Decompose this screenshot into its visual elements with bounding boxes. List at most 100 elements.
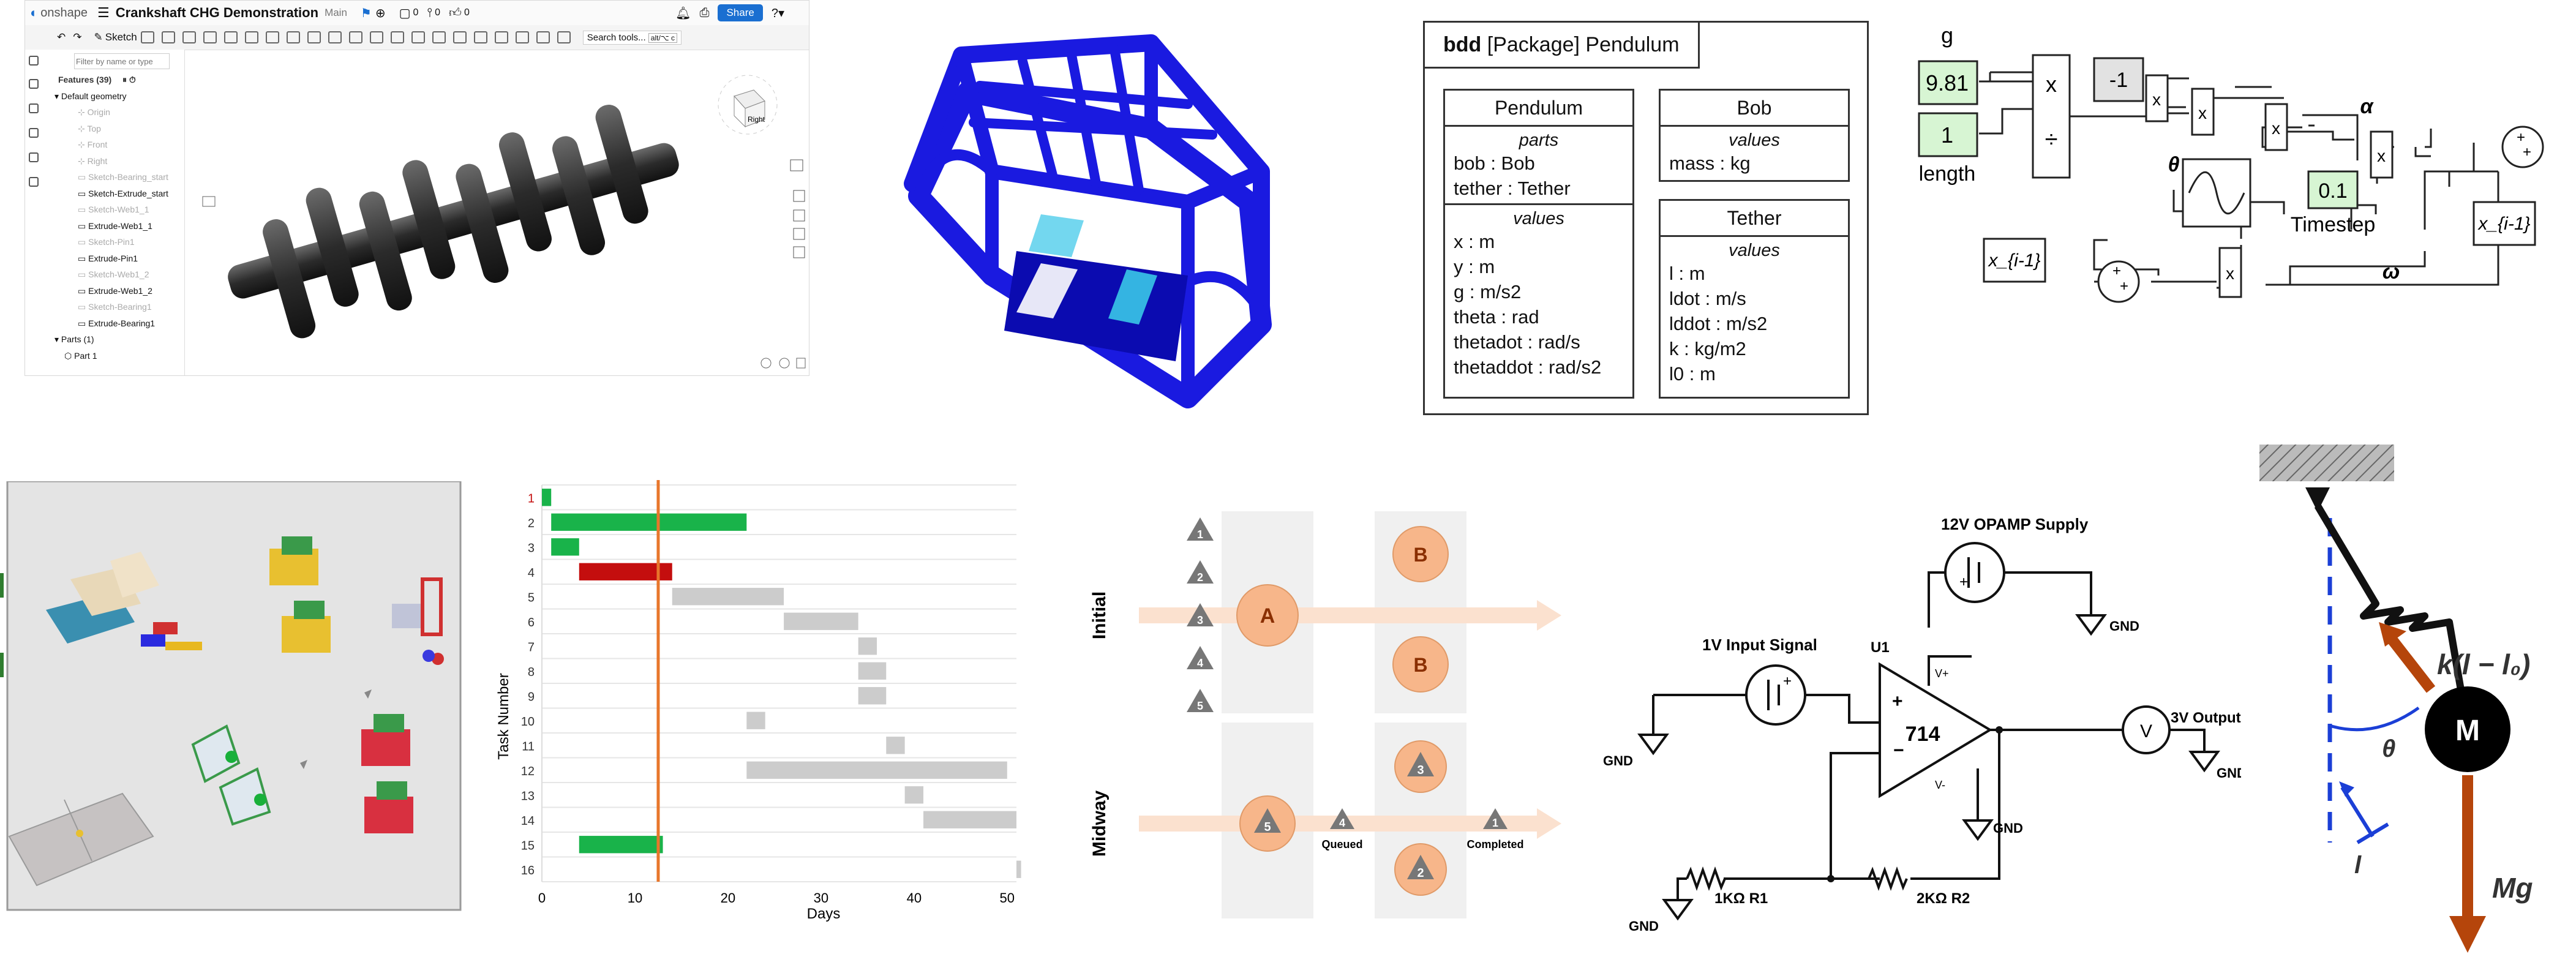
- rollback-icon[interactable]: ⏸ ⏱: [122, 75, 136, 84]
- print-icon[interactable]: ⎙: [699, 6, 710, 20]
- versions-icon[interactable]: ▢: [399, 6, 411, 20]
- feature-item[interactable]: ▭ Sketch-Bearing1: [46, 299, 184, 315]
- chamfer-icon[interactable]: [265, 31, 279, 43]
- sketch-button[interactable]: Sketch: [105, 31, 137, 43]
- view-cube[interactable]: Right: [718, 75, 778, 135]
- sum-block-theta[interactable]: [2097, 260, 2140, 303]
- branch-label[interactable]: Main: [325, 7, 347, 18]
- extrude-icon[interactable]: [140, 31, 154, 43]
- section-view-icon[interactable]: [793, 190, 805, 202]
- search-tools-field[interactable]: Search tools... alt/⌥ c: [582, 30, 682, 45]
- crankshaft-viewport[interactable]: Right: [184, 50, 809, 375]
- transform-icon[interactable]: [452, 31, 467, 43]
- render-mode-icon[interactable]: [793, 228, 805, 240]
- revolve-icon[interactable]: [161, 31, 175, 43]
- onshape-logo-icon[interactable]: ◐: [30, 5, 39, 20]
- hole-icon[interactable]: [348, 31, 362, 43]
- delay-block-theta[interactable]: [1983, 238, 2046, 283]
- undo-icon[interactable]: ↶: [57, 31, 66, 43]
- mate-connector-icon[interactable]: [494, 31, 508, 43]
- variables-icon[interactable]: [29, 152, 39, 162]
- mirror-icon[interactable]: [390, 31, 404, 43]
- tool-icon-2[interactable]: [779, 358, 790, 369]
- hamburger-menu-icon[interactable]: ☰: [97, 5, 110, 20]
- filter-icon[interactable]: [29, 56, 39, 66]
- helix-icon[interactable]: [515, 31, 529, 43]
- part-item[interactable]: ⬡ Part 1: [64, 350, 97, 361]
- feature-item[interactable]: ▭ Extrude-Bearing1: [46, 315, 184, 332]
- conveyor-2: [219, 767, 271, 826]
- sum-block-omega[interactable]: [2501, 126, 2544, 168]
- multiply-block-3[interactable]: [2264, 103, 2288, 151]
- feature-filter-input[interactable]: [74, 53, 170, 69]
- tool-icon-1[interactable]: [760, 358, 772, 369]
- sketch-icon[interactable]: ✎: [94, 31, 103, 43]
- fillet-icon[interactable]: [244, 31, 258, 43]
- opamp-triangle[interactable]: [1879, 662, 1992, 798]
- thicken-icon[interactable]: [223, 31, 238, 43]
- properties-icon[interactable]: [29, 103, 39, 113]
- feature-item[interactable]: ⊹ Right: [46, 153, 184, 170]
- sweep-icon[interactable]: [182, 31, 196, 43]
- boolean-icon[interactable]: [411, 31, 425, 43]
- multiply-block-2[interactable]: [2191, 88, 2215, 136]
- branches-icon[interactable]: ⫯: [427, 6, 433, 20]
- supply-voltage-source[interactable]: [1944, 542, 2005, 603]
- multiply-block-1[interactable]: [2145, 74, 2169, 122]
- multiply-divide-block[interactable]: [2032, 54, 2071, 179]
- feature-item[interactable]: ▭ Extrude-Web1_1: [46, 218, 184, 235]
- comments-icon[interactable]: [29, 79, 39, 89]
- feature-item[interactable]: ▭ Extrude-Pin1: [46, 250, 184, 267]
- document-title[interactable]: Crankshaft CHG Demonstration: [115, 5, 319, 20]
- feature-item[interactable]: ▭ Sketch-Web1_1: [46, 201, 184, 218]
- feature-item[interactable]: ⊹ Top: [46, 121, 184, 137]
- length-constant-block[interactable]: [1918, 112, 1978, 157]
- redo-icon[interactable]: ↷: [73, 31, 82, 43]
- like-icon[interactable]: 👍︎: [449, 6, 462, 20]
- feature-item[interactable]: ▭ Extrude-Web1_2: [46, 283, 184, 299]
- onshape-brand[interactable]: onshape: [40, 6, 88, 20]
- measure-icon[interactable]: [557, 31, 571, 43]
- default-geometry-folder[interactable]: ▾ Default geometry: [54, 91, 127, 101]
- tool-icon-3[interactable]: [796, 358, 806, 369]
- multiply-block-4[interactable]: [2370, 130, 2394, 179]
- resistor-r1[interactable]: [1686, 866, 1726, 891]
- shell-icon[interactable]: [328, 31, 342, 43]
- share-button[interactable]: Share: [718, 4, 763, 21]
- feature-item[interactable]: ▭ Sketch-Web1_2: [46, 266, 184, 283]
- sine-block[interactable]: [2182, 158, 2251, 228]
- globe-icon[interactable]: ⊕: [375, 6, 386, 20]
- split-icon[interactable]: [432, 31, 446, 43]
- voltmeter[interactable]: [2122, 705, 2171, 754]
- notifications-icon[interactable]: 🔔︎: [675, 6, 691, 20]
- plane-icon[interactable]: [473, 31, 487, 43]
- feature-item[interactable]: ⊹ Origin: [46, 104, 184, 121]
- workspace-icon[interactable]: ⚑: [360, 6, 372, 20]
- rib-icon[interactable]: [307, 31, 321, 43]
- variable-icon[interactable]: [536, 31, 550, 43]
- input-voltage-source[interactable]: [1745, 664, 1806, 726]
- parts-folder[interactable]: ▾ Parts (1): [54, 334, 94, 344]
- multiply-block-5[interactable]: [2218, 247, 2242, 298]
- features-header[interactable]: Features (39) ⏸ ⏱: [46, 72, 184, 88]
- feature-item[interactable]: ▭ Sketch-Bearing_start: [46, 169, 184, 186]
- panel-toggle-icon[interactable]: [202, 196, 216, 207]
- loft-icon[interactable]: [203, 31, 217, 43]
- help-icon[interactable]: ?▾: [771, 6, 784, 20]
- linear-pattern-icon[interactable]: [369, 31, 383, 43]
- gantt-y-tick: 7: [528, 640, 535, 654]
- resistor-r2[interactable]: [1868, 866, 1908, 891]
- neg-one-constant-block[interactable]: [2093, 57, 2144, 102]
- apps-icon[interactable]: [29, 177, 39, 187]
- feature-item[interactable]: ▭ Sketch-Extrude_start: [46, 186, 184, 202]
- named-views-icon[interactable]: [790, 159, 803, 171]
- feature-item[interactable]: ▭ Sketch-Pin1: [46, 234, 184, 250]
- delay-block-omega[interactable]: [2473, 201, 2536, 246]
- g-constant-block[interactable]: [1918, 60, 1978, 105]
- draft-icon[interactable]: [286, 31, 300, 43]
- display-mode-icon[interactable]: [793, 209, 805, 222]
- feature-item[interactable]: ⊹ Front: [46, 137, 184, 153]
- history-icon[interactable]: [29, 128, 39, 138]
- explode-view-icon[interactable]: [793, 246, 805, 258]
- timestep-constant-block[interactable]: [2307, 170, 2359, 209]
